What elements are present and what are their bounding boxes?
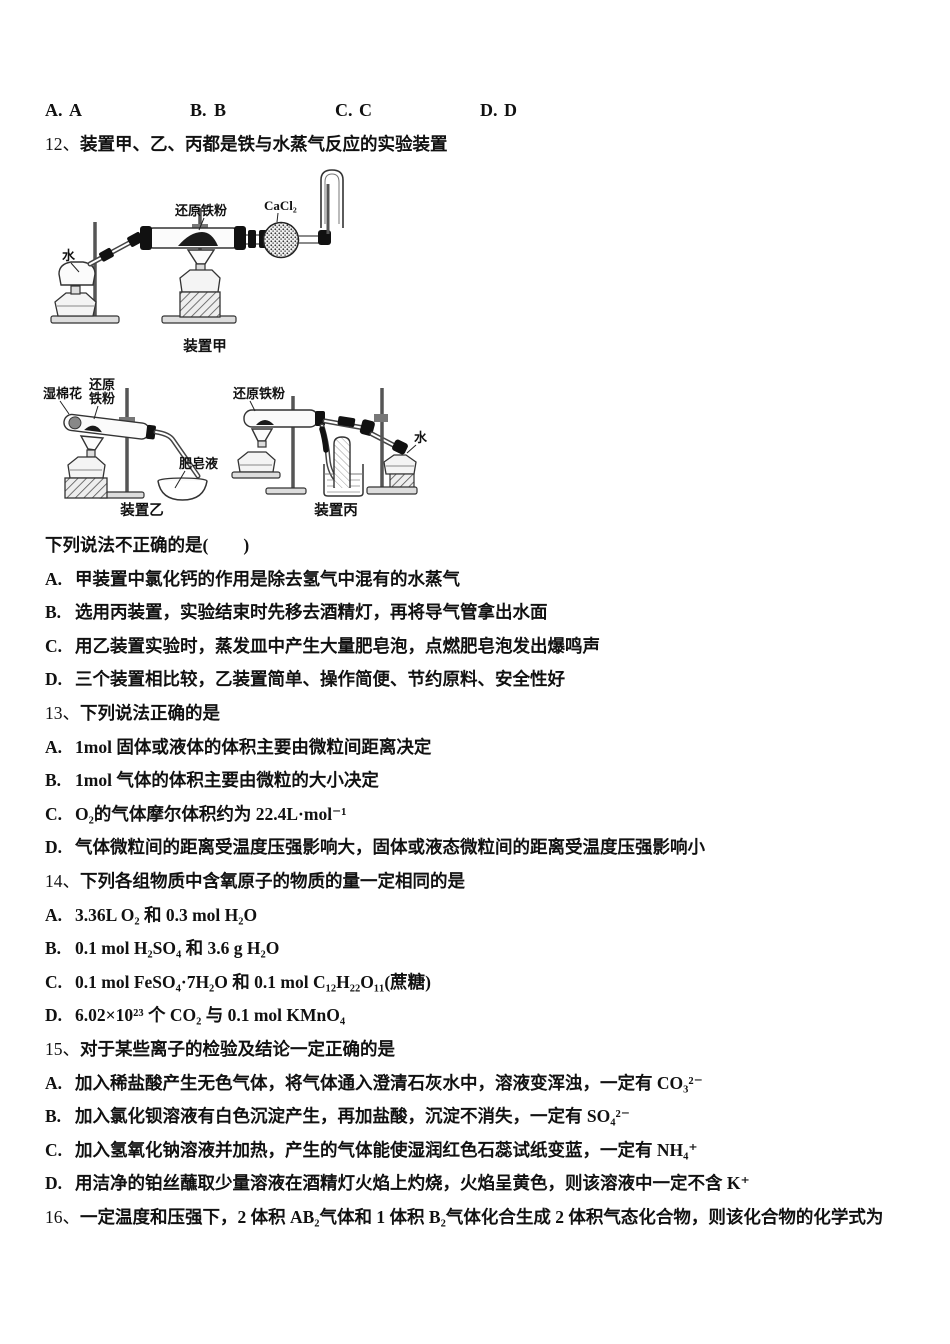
option-letter: C. (335, 100, 353, 120)
question-flow: 下列说法不正确的是( ) A.甲装置中氯化钙的作用是除去氢气中混有的水蒸气 B.… (45, 529, 925, 1234)
label-iron-powder: 还原铁粉 (174, 203, 227, 218)
label-water: 水 (62, 248, 76, 263)
label-wet-cotton: 湿棉花 (43, 386, 82, 401)
label-iron-line1: 还原 (88, 377, 115, 392)
q14-option-c: C.0.1 mol FeSO₄·7H₂O 和 0.1 mol C₁₂H₂₂O₁₁… (45, 971, 431, 992)
apparatus-jia-drawing: 水 还原铁粉 (50, 169, 344, 355)
q13-option-a: A.1mol 固体或液体的体积主要由微粒间距离决定 (45, 736, 432, 757)
answer-option-a: A. A (45, 100, 190, 121)
option-value: B (214, 100, 227, 120)
answer-option-b: B. B (190, 100, 335, 121)
label-cacl2: CaCl₂ (264, 198, 297, 213)
apparatus-yi-group: 湿棉花 还原 铁粉 肥皂液 装置乙 (43, 377, 218, 519)
label-soap: 肥皂液 (179, 456, 218, 471)
q13-option-d: D.气体微粒间的距离受温度压强影响大，固体或液态微粒间的距离受温度压强影响小 (45, 837, 705, 858)
q13-stem: 13、下列说法正确的是 (45, 702, 220, 723)
caption-yi: 装置乙 (119, 501, 164, 519)
q12-option-b: B.选用丙装置，实验结束时先移去酒精灯，再将导气管拿出水面 (45, 602, 548, 623)
q15-option-b: B.加入氯化钡溶液有白色沉淀产生，再加盐酸，沉淀不消失，一定有 SO₄²⁻ (45, 1106, 630, 1127)
jia-drying-bulb-assembly: CaCl₂ (246, 169, 344, 259)
q14-option-d: D.6.02×10²³ 个 CO₂ 与 0.1 mol KMnO₄ (45, 1005, 346, 1026)
caption-jia: 装置甲 (182, 337, 227, 355)
question-text: 装置甲、乙、丙都是铁与水蒸气反应的实验装置 (80, 134, 448, 154)
q15-option-c: C.加入氢氧化钠溶液并加热，产生的气体能使湿润红色石蕊试纸变蓝，一定有 NH₄⁺ (45, 1139, 698, 1160)
figure-apparatus-jia: 水 还原铁粉 (38, 164, 388, 356)
apparatus-bing-group: 还原铁粉 水 (231, 386, 428, 519)
q15-stem: 15、对于某些离子的检验及结论一定正确的是 (45, 1038, 395, 1059)
q13-option-b: B.1mol 气体的体积主要由微粒的大小决定 (45, 770, 379, 791)
q14-option-b: B.0.1 mol H₂SO₄ 和 3.6 g H₂O (45, 938, 280, 959)
q13-option-c: C.O₂的气体摩尔体积约为 22.4L·mol⁻¹ (45, 803, 347, 824)
q12-option-d: D.三个装置相比较，乙装置简单、操作简便、节约原料、安全性好 (45, 669, 565, 690)
answer-option-c: C. C (335, 100, 480, 121)
label-water-bing: 水 (414, 430, 428, 445)
option-value: C (359, 100, 372, 120)
label-iron-line2: 铁粉 (88, 391, 115, 406)
q15-option-a: A.加入稀盐酸产生无色气体，将气体通入澄清石灰水中，溶液变浑浊，一定有 CO₃²… (45, 1072, 703, 1093)
option-value: D (504, 100, 517, 120)
question-number: 12、 (45, 134, 80, 154)
option-letter: A. (45, 100, 63, 120)
q14-stem: 14、下列各组物质中含氧原子的物质的量一定相同的是 (45, 870, 465, 891)
answer-row: A. A B. B C. C D. D (45, 100, 625, 121)
jia-left-stand-assembly: 水 (50, 222, 145, 324)
option-letter: B. (190, 100, 207, 120)
option-value: A (69, 100, 82, 120)
q12-question: 下列说法不正确的是( ) (45, 535, 250, 555)
q12-option-c: C.用乙装置实验时，蒸发皿中产生大量肥皂泡，点燃肥皂泡发出爆鸣声 (45, 635, 600, 656)
label-iron-powder-bing: 还原铁粉 (232, 386, 285, 401)
caption-bing: 装置丙 (313, 501, 358, 519)
question-12-stem: 12、装置甲、乙、丙都是铁与水蒸气反应的实验装置 (45, 131, 448, 156)
option-letter: D. (480, 100, 498, 120)
apparatus-yi-bing-drawing: 湿棉花 还原 铁粉 肥皂液 装置乙 (43, 377, 428, 519)
q14-option-a: A.3.36L O₂ 和 0.3 mol H₂O (45, 904, 258, 925)
q16-stem: 16、一定温度和压强下，2 体积 AB₂气体和 1 体积 B₂气体化合生成 2 … (45, 1206, 884, 1227)
jia-reaction-tube-assembly: 还原铁粉 (140, 203, 246, 324)
figure-apparatus-yi-bing: 湿棉花 还原 铁粉 肥皂液 装置乙 (28, 358, 488, 520)
answer-option-d: D. D (480, 100, 625, 121)
q15-option-d: D.用洁净的铂丝蘸取少量溶液在酒精灯火焰上灼烧，火焰呈黄色，则该溶液中一定不含 … (45, 1173, 750, 1194)
q12-option-a: A.甲装置中氯化钙的作用是除去氢气中混有的水蒸气 (45, 568, 460, 589)
